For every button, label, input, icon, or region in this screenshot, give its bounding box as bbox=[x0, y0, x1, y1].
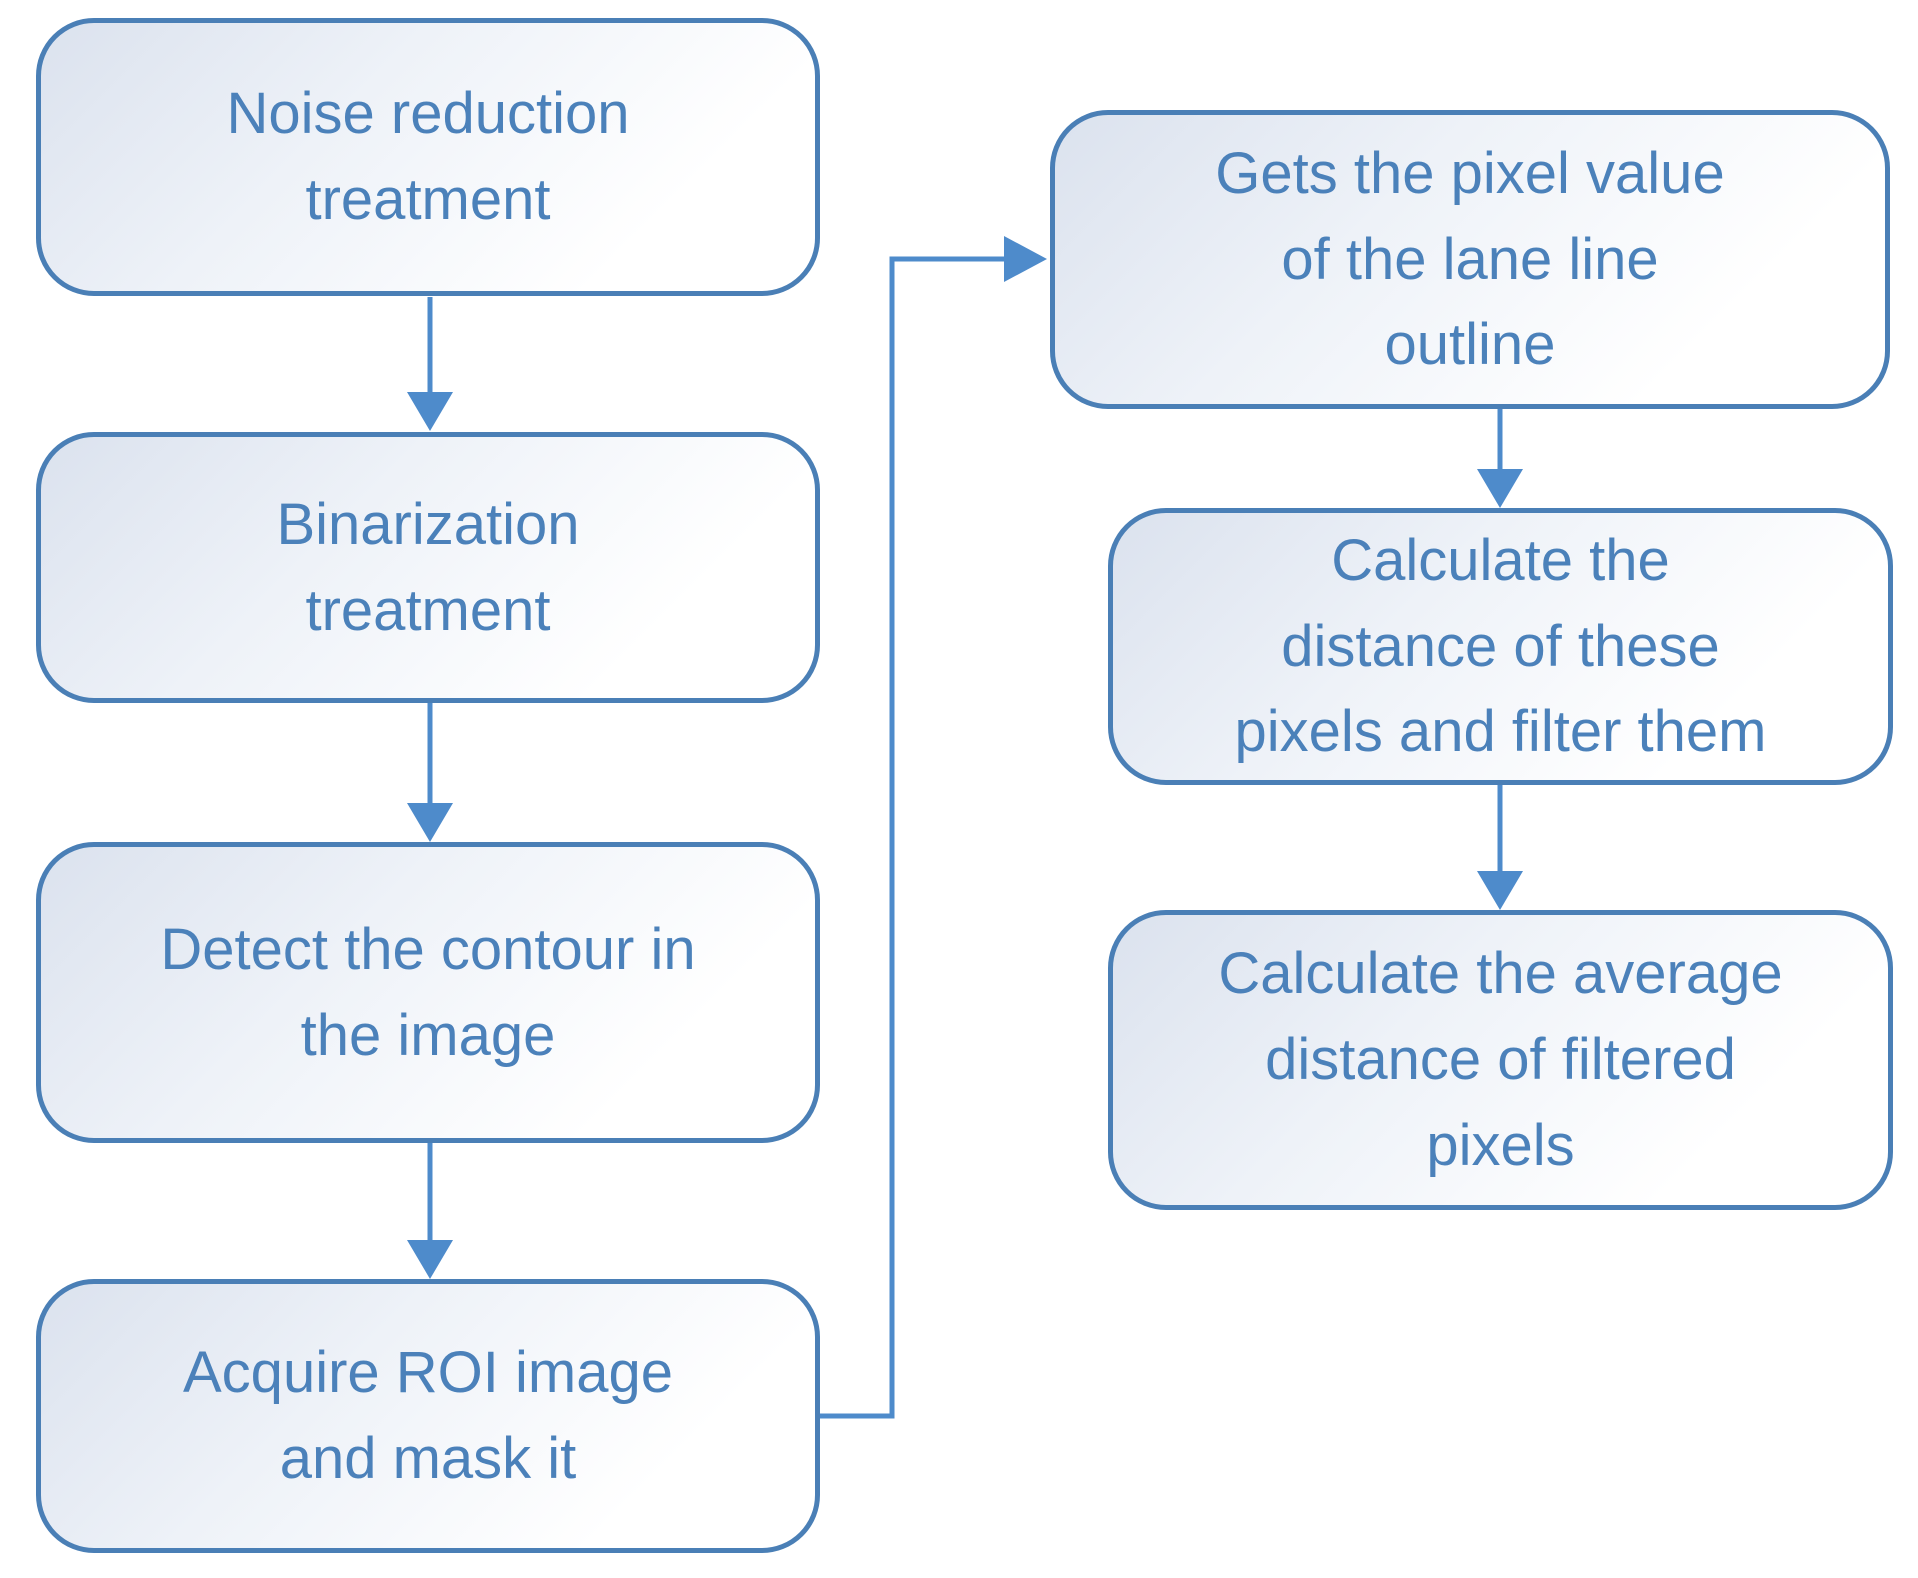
flow-node-label: Gets the pixel value of the lane line ou… bbox=[1215, 140, 1725, 378]
elbow-arrow-right-icon bbox=[820, 236, 1047, 1419]
flow-node-calc-average: Calculate the average distance of filter… bbox=[1108, 910, 1893, 1210]
flow-node-get-pixel-value: Gets the pixel value of the lane line ou… bbox=[1050, 110, 1890, 409]
flow-node-noise-reduction: Noise reduction treatment bbox=[36, 18, 820, 296]
flow-node-binarization: Binarization treatment bbox=[36, 432, 820, 703]
flow-node-label: Noise reduction treatment bbox=[226, 81, 630, 232]
flow-node-label: Acquire ROI image and mask it bbox=[183, 1340, 673, 1491]
flow-node-label: Detect the contour in the image bbox=[160, 916, 696, 1068]
flow-node-label: Calculate the distance of these pixels a… bbox=[1234, 527, 1767, 765]
flow-node-calc-distance: Calculate the distance of these pixels a… bbox=[1108, 508, 1893, 785]
flow-node-detect-contour: Detect the contour in the image bbox=[36, 842, 820, 1143]
arrow-down-icon bbox=[407, 703, 453, 842]
arrow-down-icon bbox=[1477, 409, 1523, 508]
flow-node-label: Calculate the average distance of filter… bbox=[1218, 941, 1783, 1178]
flow-node-acquire-roi: Acquire ROI image and mask it bbox=[36, 1279, 820, 1553]
arrow-down-icon bbox=[407, 1142, 453, 1279]
arrow-down-icon bbox=[1477, 784, 1523, 910]
flow-node-label: Binarization treatment bbox=[276, 491, 580, 643]
arrow-down-icon bbox=[407, 297, 453, 431]
